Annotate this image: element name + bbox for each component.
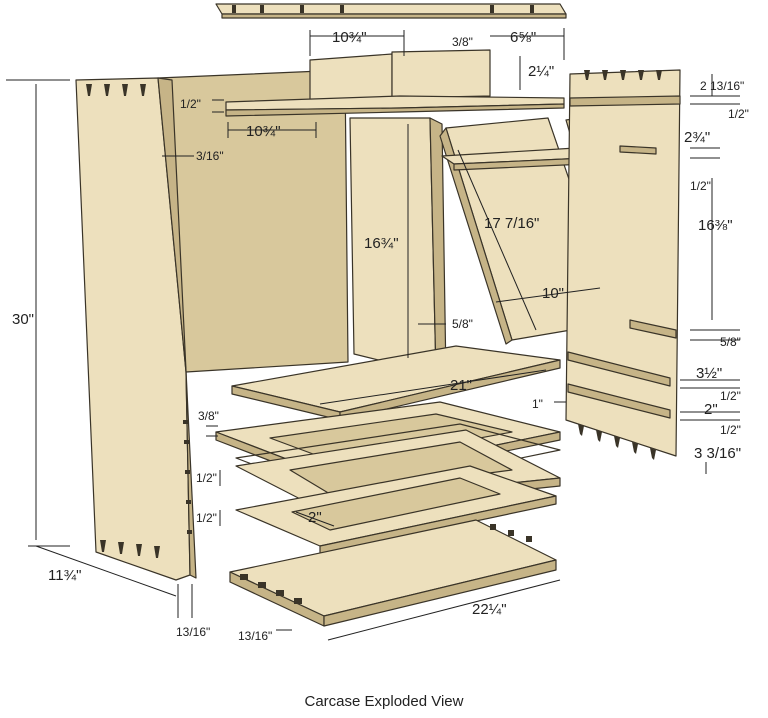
dim-bottom-thickness: 13/16"	[238, 629, 272, 643]
dim-right-2: 2"	[704, 401, 718, 418]
dim-right-top-offset: 2 13/16"	[700, 79, 744, 93]
dim-frame-2: 2"	[308, 509, 322, 526]
dim-side-thickness: 13/16"	[176, 625, 210, 639]
dim-shelf-width: 21"	[450, 377, 472, 394]
dim-height-total: 30"	[12, 311, 34, 328]
dim-right-3-1-2: 3½"	[696, 365, 722, 382]
dim-width-6-5-8: 6⅝"	[510, 29, 536, 46]
top-shelf-assembly	[225, 49, 565, 117]
dim-bottom-width: 22¼"	[472, 601, 507, 618]
web-frame-lower	[235, 429, 561, 555]
top-board	[215, 3, 567, 19]
dim-gap-3-8-top: 3/8"	[452, 35, 473, 49]
dimension-labels: 30" 11¾" 13/16" 13/16" 22¼" 3/16" 10¾" 1…	[12, 29, 749, 643]
dim-height-2-1-4: 2¼"	[528, 63, 554, 80]
dim-slant-width: 10"	[542, 285, 564, 302]
dim-right-half-4: 1/2"	[720, 423, 741, 437]
dim-divider-height: 16¾"	[364, 235, 399, 252]
dim-groove-top-side: 3/16"	[196, 149, 224, 163]
dim-frame-3-8: 3/8"	[198, 409, 219, 423]
diagram-caption: Carcase Exploded View	[305, 693, 464, 710]
dim-right-half-2: 1/2"	[690, 179, 711, 193]
dim-depth-side: 11¾"	[48, 567, 81, 584]
left-side-panel	[75, 77, 197, 581]
dim-top-back-width: 10¾"	[246, 123, 281, 140]
dim-right-5-8: 5/8"	[720, 335, 741, 349]
dim-top-thickness: 1/2"	[180, 97, 201, 111]
dim-top-panel-width: 10¾"	[332, 29, 367, 46]
dim-slant-length: 17 7/16"	[484, 215, 539, 232]
dim-frame-half-1: 1/2"	[196, 471, 217, 485]
dim-one-inch: 1"	[532, 397, 543, 411]
dim-divider-thickness: 5/8"	[452, 317, 473, 331]
dim-right-16-3-8: 16⅜"	[698, 217, 733, 234]
dim-slot-2-3-4: 2¾"	[684, 129, 710, 146]
bottom-board	[229, 519, 557, 627]
dim-right-3-3-16: 3 3/16"	[694, 445, 741, 462]
dim-frame-half-2: 1/2"	[196, 511, 217, 525]
dimension-lines	[6, 28, 740, 641]
shelf-21	[231, 345, 561, 421]
right-side-panel	[565, 69, 681, 460]
dim-right-half-3: 1/2"	[720, 389, 741, 403]
dim-right-half-1: 1/2"	[728, 107, 749, 121]
